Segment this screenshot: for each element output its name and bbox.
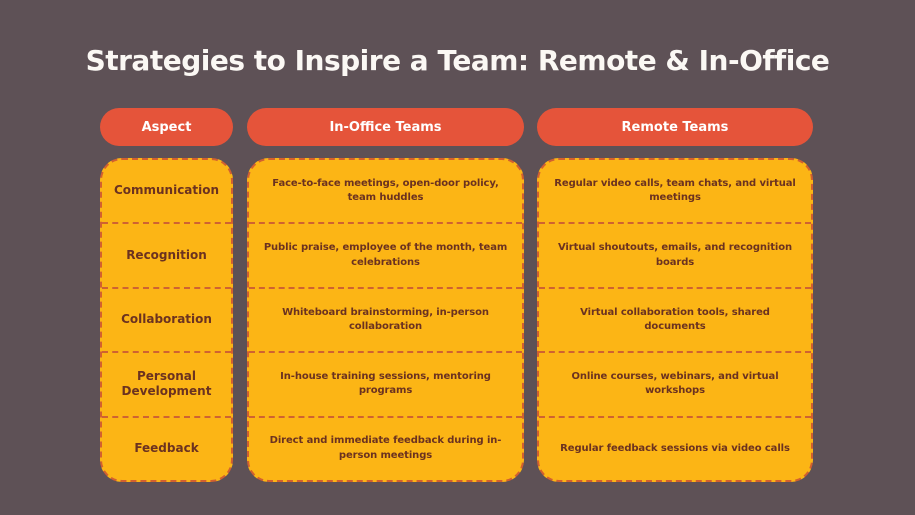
- in-office-cell: In-house training sessions, mentoring pr…: [249, 351, 522, 415]
- column-header-remote: Remote Teams: [537, 108, 813, 146]
- remote-cell: Regular video calls, team chats, and vir…: [554, 177, 796, 204]
- aspect-cell: Personal Development: [102, 351, 231, 415]
- aspect-column: Communication Recognition Collaboration …: [100, 158, 233, 482]
- column-header-aspect: Aspect: [100, 108, 233, 146]
- aspect-cell: Communication: [113, 183, 220, 198]
- aspect-cell: Collaboration: [102, 286, 231, 351]
- in-office-cell: Public praise, employee of the month, te…: [249, 222, 522, 286]
- aspect-cell: Feedback: [102, 415, 231, 480]
- remote-cell: Virtual collaboration tools, shared docu…: [539, 286, 811, 351]
- remote-cell: Virtual shoutouts, emails, and recogniti…: [539, 222, 811, 286]
- in-office-cell: Whiteboard brainstorming, in-person coll…: [249, 286, 522, 351]
- column-header-remote-label: Remote Teams: [621, 119, 729, 135]
- in-office-cell: Face-to-face meetings, open-door policy,…: [272, 177, 499, 204]
- column-header-in-office: In-Office Teams: [247, 108, 524, 146]
- remote-cell: Regular feedback sessions via video call…: [539, 415, 811, 480]
- in-office-cell: Direct and immediate feedback during in-…: [249, 415, 522, 480]
- remote-column: Regular video calls, team chats, and vir…: [537, 158, 813, 482]
- in-office-column: Face-to-face meetings, open-door policy,…: [247, 158, 524, 482]
- remote-cell: Online courses, webinars, and virtual wo…: [539, 351, 811, 415]
- column-header-in-office-label: In-Office Teams: [329, 119, 442, 135]
- column-header-aspect-label: Aspect: [141, 119, 192, 135]
- aspect-cell: Recognition: [102, 222, 231, 286]
- page-title: Strategies to Inspire a Team: Remote & I…: [85, 44, 830, 77]
